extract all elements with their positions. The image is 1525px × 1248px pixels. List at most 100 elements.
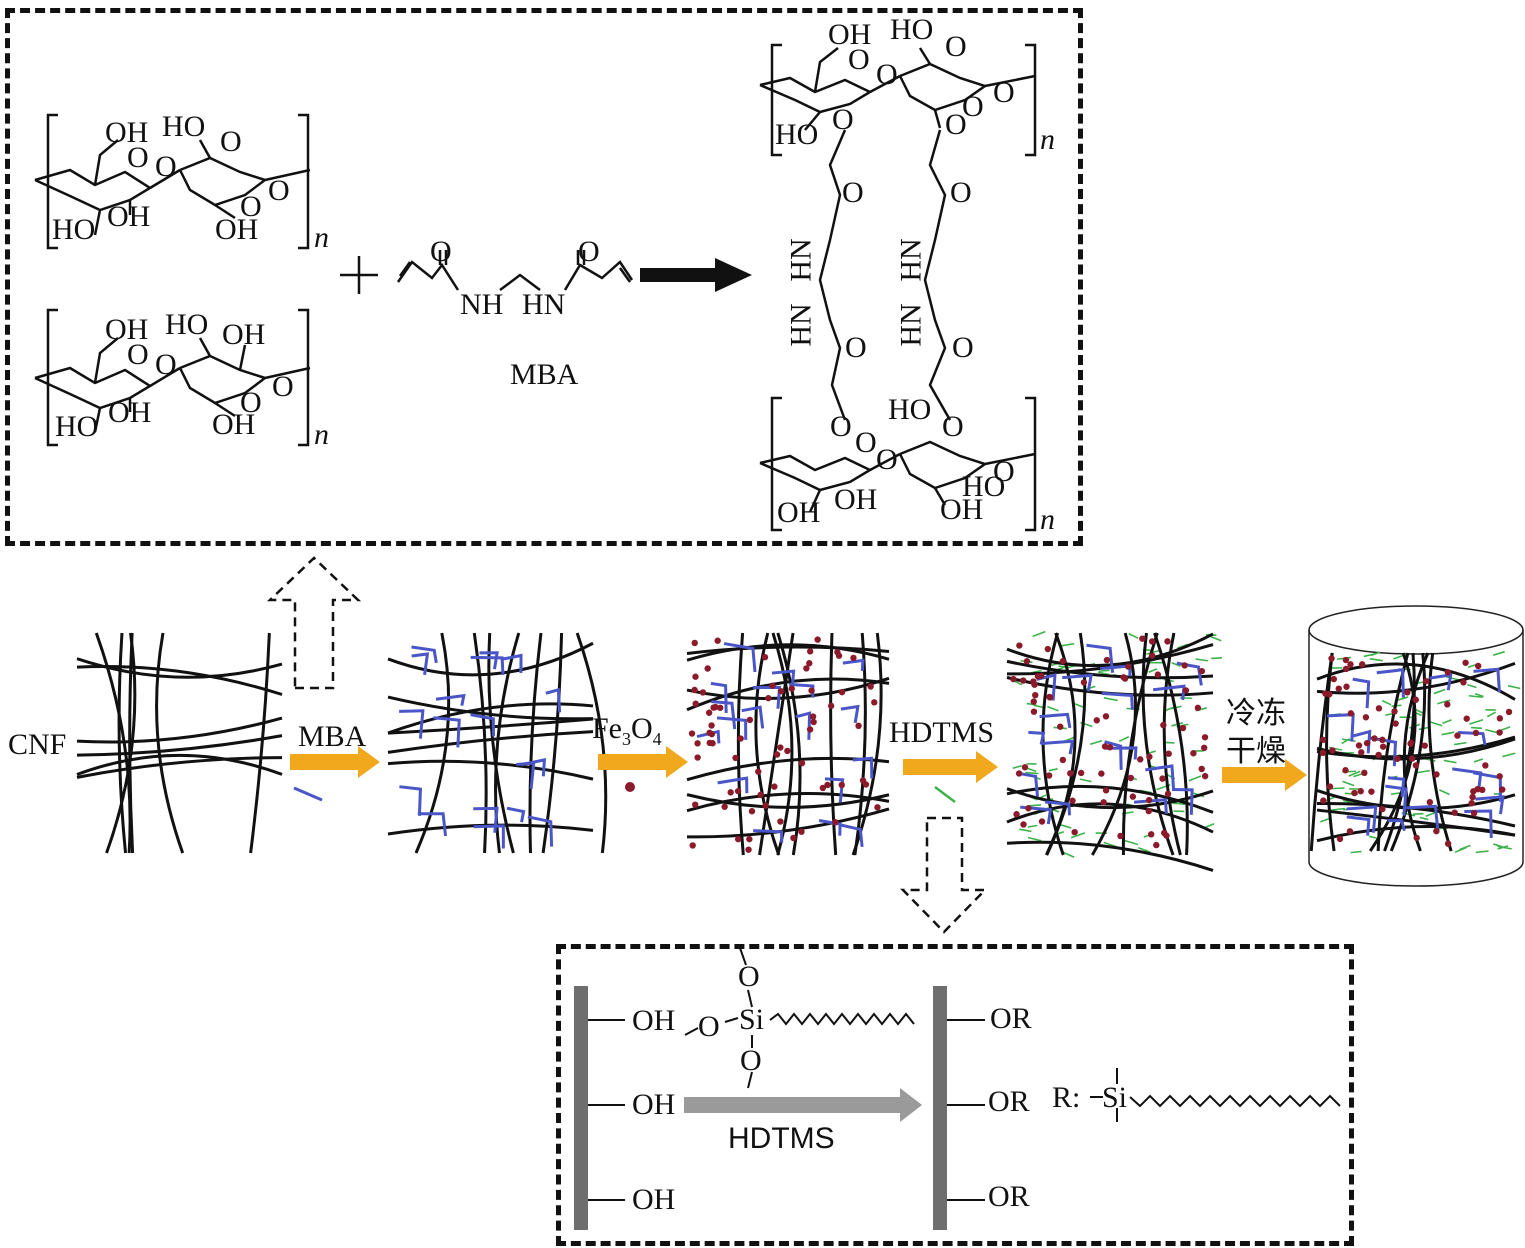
cylinder-body (1308, 630, 1524, 887)
silane-atom: O (698, 1010, 720, 1043)
silane-atom: O (740, 1044, 762, 1077)
fe3o4-particle (1379, 736, 1386, 744)
fiber (1369, 652, 1417, 852)
fe3o4-particle (1200, 744, 1208, 752)
fiber (771, 632, 794, 856)
fiber (1316, 662, 1516, 701)
fe3o4-particle (1351, 789, 1358, 797)
repeat-subscript: n (314, 418, 329, 451)
crosslink (1452, 767, 1483, 792)
fiber (1141, 632, 1175, 856)
fe3o4-particle (1071, 828, 1078, 836)
fe3o4-particle (692, 801, 699, 808)
crosslink (399, 785, 422, 816)
fe3o4-particle (773, 751, 781, 758)
fe3o4-particle (1342, 656, 1350, 664)
fe3o4-particle (1145, 807, 1152, 815)
fe3o4-particle (1160, 721, 1167, 729)
hdtms-chain (1025, 771, 1039, 775)
crosslink (411, 652, 430, 676)
fe3o4-particle (734, 787, 742, 795)
crosslink (1172, 788, 1194, 815)
fe3o4-particle (1030, 708, 1038, 715)
fe3o4-particle (688, 730, 696, 737)
fe3o4-particle (1201, 734, 1209, 741)
hdtms-chain (1070, 832, 1086, 839)
hdtms-chain (1350, 850, 1362, 854)
cnf-label: CNF (8, 728, 67, 761)
hdtms-chain (1012, 765, 1022, 769)
fiber (387, 759, 594, 781)
hdtms-chain (1060, 824, 1072, 829)
fe3o4-step-label: Fe3O4 (592, 712, 662, 749)
fe3o4-particle (798, 759, 806, 767)
mba-atom-label: NH (460, 288, 504, 321)
process-arrow (903, 751, 998, 783)
fe3o4-particle (871, 699, 878, 706)
hdtms-chain (1148, 668, 1158, 674)
fe3o4-particle (806, 660, 813, 667)
fe3o4-particle (1346, 828, 1354, 835)
hdtms-chain (1441, 731, 1455, 736)
fe3o4-particle (1413, 834, 1420, 842)
atom-label: O (155, 150, 177, 183)
crosslink (1104, 740, 1123, 770)
fiber (754, 632, 781, 856)
crosslink (1101, 691, 1134, 710)
fe3o4-particle (1023, 658, 1031, 665)
fe3o4-particle (1057, 723, 1064, 730)
fe3o4-particle (1093, 717, 1100, 724)
silanization-panel (556, 944, 1354, 1246)
crosslink (824, 777, 845, 803)
fe3o4-particle (1059, 658, 1066, 665)
fe3o4-particle (1392, 720, 1399, 727)
atom-label: HO (52, 213, 96, 246)
fe3o4-particle (784, 747, 791, 755)
hdtms-chain (1486, 711, 1497, 718)
fe3o4-particle (1020, 677, 1027, 684)
atom-label: OH (212, 408, 256, 441)
crosslink (711, 700, 737, 730)
fe3o4-particle (769, 682, 776, 689)
crosslink (1346, 815, 1371, 836)
r-definition-si: Si (1102, 1081, 1128, 1114)
fe3o4-particle (1319, 749, 1327, 757)
fiber (1325, 652, 1336, 852)
fe3o4-particle (694, 740, 701, 747)
hdtms-chain (1061, 642, 1075, 647)
fe3o4-particle (765, 694, 772, 702)
fe3o4-particle (1194, 704, 1202, 712)
hdtms-chain (1417, 769, 1431, 774)
product-atom-label: O (842, 176, 864, 209)
fe3o4-particle (838, 688, 846, 696)
product-atom-label: OH (828, 18, 872, 51)
hdtms-chain (1437, 699, 1451, 705)
hdtms-chain (1433, 688, 1446, 695)
crosslink (417, 812, 448, 837)
fe3o4-particle (757, 791, 764, 799)
atom-label: OH (222, 318, 266, 351)
fe3o4-particle (1421, 742, 1428, 749)
crosslink (1028, 730, 1046, 745)
fe3o4-particle (692, 700, 699, 707)
ether-group: OR (990, 1002, 1032, 1035)
fe3o4-particle (1179, 724, 1187, 732)
fiber (414, 632, 451, 854)
fe3o4-particle (1496, 715, 1504, 722)
fiber (105, 632, 137, 854)
fe3o4-particle (1361, 769, 1368, 777)
fe3o4-particle (1146, 753, 1153, 760)
fe3o4-particle (745, 846, 752, 853)
hdtms-chain (1019, 828, 1032, 833)
mba-step-label: MBA (298, 720, 367, 753)
atom-label: O (268, 174, 290, 207)
hdtms-chain (1342, 780, 1355, 787)
fe3o4-particle (694, 754, 701, 761)
hdtms-chain (1027, 836, 1042, 842)
fe3o4-particle (1336, 835, 1344, 843)
fe3o4-particle (737, 735, 744, 742)
hdtms-chain (1063, 851, 1075, 858)
fe3o4-particle (1433, 827, 1440, 835)
fe3o4-particle (1149, 652, 1156, 659)
